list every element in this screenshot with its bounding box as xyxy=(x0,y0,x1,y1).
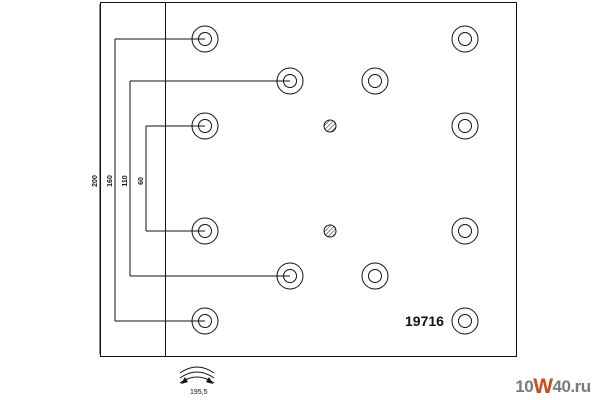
watermark-suffix: 40.ru xyxy=(552,377,592,396)
watermark-accent: W xyxy=(533,375,553,398)
plate-outline xyxy=(100,2,517,357)
dimension-60: 60 xyxy=(138,125,205,232)
dimension-200-label: 200 xyxy=(92,175,99,187)
rivet-hole xyxy=(276,262,304,290)
rivet-hole xyxy=(191,25,219,53)
watermark-prefix: 10 xyxy=(515,377,534,396)
rivet-hole xyxy=(361,67,389,95)
dimension-110: 110 xyxy=(122,80,290,277)
center-pin-upper xyxy=(323,119,337,133)
radius-symbol: 195,5 xyxy=(179,366,215,396)
radius-label: 195,5 xyxy=(190,389,208,396)
rivet-holes xyxy=(191,25,479,335)
rivet-hole xyxy=(191,112,219,140)
rivet-hole xyxy=(451,217,479,245)
rivet-hole xyxy=(191,217,219,245)
rivet-hole xyxy=(361,262,389,290)
rivet-hole xyxy=(451,25,479,53)
dimension-160: 160 xyxy=(107,38,205,322)
rivet-hole xyxy=(276,67,304,95)
dimension-110-label: 110 xyxy=(122,175,129,186)
dimension-60-label: 60 xyxy=(138,177,145,185)
center-pin-lower xyxy=(323,224,337,238)
rivet-hole xyxy=(451,307,479,335)
dimension-160-label: 160 xyxy=(107,175,114,187)
rivet-hole xyxy=(451,112,479,140)
part-number: 19716 xyxy=(405,313,444,329)
rivet-hole xyxy=(191,307,219,335)
dimension-200: 200 xyxy=(92,4,101,354)
